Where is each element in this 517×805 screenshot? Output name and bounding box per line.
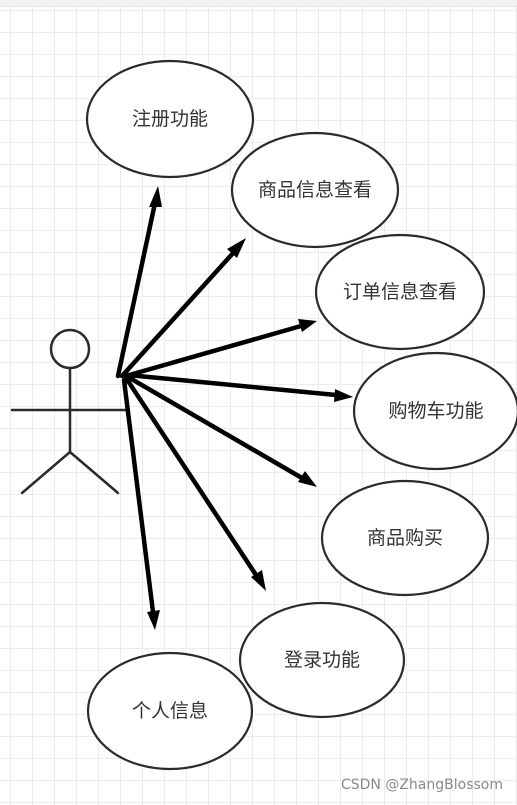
use-case-login[interactable]: 登录功能 — [238, 601, 406, 719]
arrowhead — [149, 186, 162, 207]
use-case-label: 商品信息查看 — [258, 179, 372, 201]
arrow-to-shopping-cart[interactable] — [125, 372, 353, 402]
arrow-to-order-info-view[interactable] — [123, 319, 317, 379]
use-case-shopping-cart[interactable]: 购物车功能 — [352, 351, 517, 471]
actor-head — [49, 328, 91, 370]
watermark-text: CSDN @ZhangBlossom — [340, 777, 503, 793]
use-case-label: 商品购买 — [367, 527, 443, 549]
arrowhead — [251, 570, 266, 591]
use-case-order-info-view[interactable]: 订单信息查看 — [314, 233, 486, 351]
arrowhead — [334, 389, 353, 402]
use-case-register[interactable]: 注册功能 — [85, 59, 255, 179]
actor-figure[interactable] — [10, 328, 130, 495]
use-case-label: 登录功能 — [284, 649, 360, 671]
top-toolbar-strip — [0, 0, 517, 7]
arrowhead — [298, 471, 317, 487]
use-case-label: 购物车功能 — [388, 400, 483, 422]
use-case-product-info-view[interactable]: 商品信息查看 — [230, 131, 400, 249]
arrow-to-product-purchase[interactable] — [125, 374, 317, 487]
arrowhead — [227, 238, 246, 258]
use-case-personal-info[interactable]: 个人信息 — [86, 651, 254, 771]
arrow-to-product-info-view[interactable] — [119, 238, 246, 379]
use-case-label: 订单信息查看 — [343, 281, 457, 303]
actor-right-leg — [68, 450, 120, 495]
arrow-to-login[interactable] — [123, 375, 266, 591]
use-case-label: 个人信息 — [132, 700, 208, 722]
association-arrows — [115, 186, 353, 630]
actor-left-leg — [20, 450, 72, 495]
arrowhead — [298, 319, 317, 332]
arrow-to-personal-info[interactable] — [121, 377, 160, 630]
use-case-label: 注册功能 — [132, 108, 208, 130]
arrowhead — [147, 610, 160, 630]
arrow-to-register[interactable] — [115, 186, 162, 379]
use-case-product-purchase[interactable]: 商品购买 — [320, 479, 490, 597]
